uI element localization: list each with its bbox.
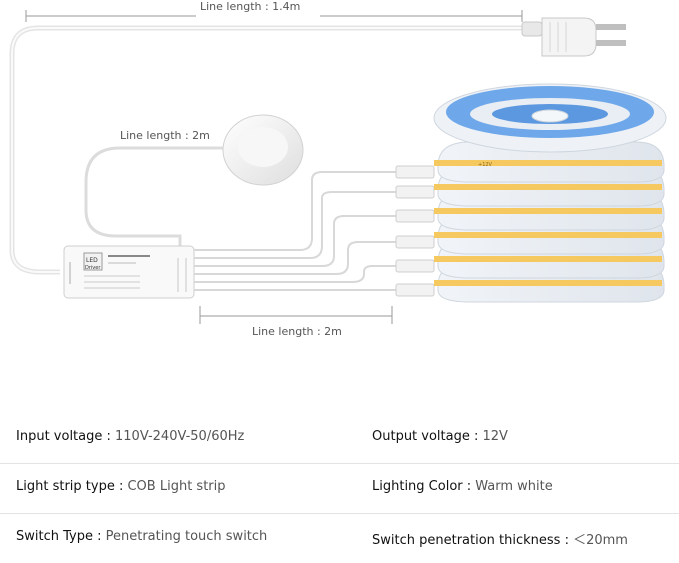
spec-row: Input voltage : 110V-240V-50/60Hz Output… xyxy=(0,415,679,464)
spec-row: Switch Type : Penetrating touch switch S… xyxy=(0,515,679,563)
spec-light-strip-type: Light strip type : COB Light strip xyxy=(16,479,226,494)
spec-label: Output voltage : xyxy=(372,429,483,444)
spec-switch-penetration-thickness: Switch penetration thickness : ＜20mm xyxy=(372,529,628,548)
spec-value: COB Light strip xyxy=(127,479,226,494)
led-strip-reels: +12V xyxy=(433,83,667,303)
spec-label: Input voltage : xyxy=(16,429,116,444)
power-cord-dimension: Line length : 1.4m xyxy=(25,0,523,22)
controller-badge-bottom: Driver xyxy=(85,265,101,271)
spec-value: ＜20mm xyxy=(573,533,628,548)
output-cord-length-label: Line length : 2m xyxy=(252,325,342,338)
power-cord-length-label: Line length : 1.4m xyxy=(200,0,300,13)
power-cord xyxy=(9,25,540,275)
strip-label: +12V xyxy=(478,162,493,168)
spec-label: Switch Type : xyxy=(16,529,106,544)
power-plug-icon xyxy=(521,17,626,57)
strip-connectors xyxy=(395,165,435,297)
spec-value: Penetrating touch switch xyxy=(105,529,268,544)
spec-value: 12V xyxy=(482,429,508,444)
touch-switch xyxy=(222,114,304,186)
spec-value: Warm white xyxy=(475,479,553,494)
output-cables xyxy=(194,171,398,291)
spec-value: 110V-240V-50/60Hz xyxy=(115,429,245,444)
spec-lighting-color: Lighting Color : Warm white xyxy=(372,479,553,494)
reel-top xyxy=(433,83,667,153)
switch-cord-length-label: Line length : 2m xyxy=(120,129,210,142)
output-cord-dimension: Line length : 2m xyxy=(199,306,393,338)
controller-box: LED Driver xyxy=(63,245,195,299)
spec-input-voltage: Input voltage : 110V-240V-50/60Hz xyxy=(16,429,244,444)
spec-label: Switch penetration thickness : xyxy=(372,533,574,548)
spec-switch-type: Switch Type : Penetrating touch switch xyxy=(16,529,267,544)
controller-badge-top: LED xyxy=(86,257,98,264)
spec-label: Light strip type : xyxy=(16,479,128,494)
spec-label: Lighting Color : xyxy=(372,479,476,494)
spec-output-voltage: Output voltage : 12V xyxy=(372,429,508,444)
product-illustration: Line length : 1.4m Line length : 2m LED … xyxy=(9,0,667,338)
reel-1 xyxy=(434,141,665,183)
switch-cable xyxy=(84,146,232,248)
spec-row: Light strip type : COB Light strip Light… xyxy=(0,465,679,514)
